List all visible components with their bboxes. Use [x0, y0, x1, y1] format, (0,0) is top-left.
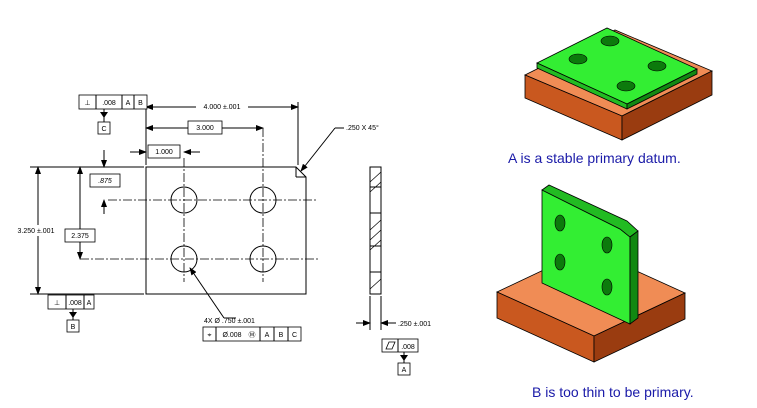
basic-box-3000: [187, 120, 223, 135]
svg-text:A: A: [126, 100, 131, 107]
dim-hole-count-text: 4X Ø .750 ±.001: [204, 318, 255, 325]
chamfer-leader: [300, 127, 336, 172]
plate-side-edge: [629, 230, 639, 325]
fcf-flatness: .008 A: [381, 338, 419, 376]
svg-text:.008: .008: [401, 344, 415, 351]
caption-stable-datum: A is a stable primary datum.: [508, 150, 681, 166]
iso-hole: [568, 53, 588, 65]
perpendicularity-icon: ⊥: [84, 100, 90, 107]
fcf-bottom-perpendicularity: ⊥ .008 A B: [47, 294, 95, 333]
dim-hole-y-text: 2.375: [71, 233, 89, 240]
iso-thin-assembly: [496, 184, 686, 363]
side-view: .250 ±.001 .008 A: [356, 166, 431, 376]
iso-hole: [600, 35, 620, 47]
section-hatch: [369, 171, 382, 290]
caption-thin-datum: B is too thin to be primary.: [532, 384, 694, 400]
svg-text:.008: .008: [102, 100, 116, 107]
dim-height-text: 3.250 ±.001: [18, 228, 55, 235]
svg-text:.008: .008: [68, 300, 82, 307]
svg-text:B: B: [138, 100, 143, 107]
iso-hole: [647, 60, 667, 72]
iso-stable-assembly: [524, 27, 713, 141]
dim-thickness-text: .250 ±.001: [398, 321, 431, 328]
basic-box-1000: [147, 144, 181, 159]
plate-outline: [145, 166, 307, 295]
hole-callout-leader: [189, 267, 225, 319]
svg-text:Ø.008: Ø.008: [222, 332, 241, 339]
dim-chamfer-text: .250 X 45°: [346, 124, 379, 132]
basic-box-875: [89, 173, 121, 188]
side-plate: [369, 166, 382, 295]
datum-b-label: B: [71, 324, 76, 331]
svg-text:C: C: [292, 332, 297, 339]
front-view: 4.000 ±.001 3.000 1.000 .250 X 45° 3.250…: [10, 94, 379, 342]
svg-text:A: A: [87, 300, 92, 307]
fcf-position: ⌖ Ø.008 Ⓜ A B C: [202, 326, 302, 342]
mmc-symbol-icon: Ⓜ: [249, 331, 256, 339]
base-right-face: [621, 70, 713, 141]
dim-hole-x-text: 3.000: [196, 125, 214, 132]
dim-first-hole-y-text: .875: [98, 178, 112, 185]
perpendicularity-icon-2: ⊥: [54, 300, 60, 307]
dim-width-text: 4.000 ±.001: [204, 104, 241, 111]
svg-text:B: B: [279, 332, 284, 339]
position-symbol-icon: ⌖: [208, 332, 212, 339]
fcf-top-perpendicularity: ⊥ .008 A B C: [78, 94, 148, 135]
dim-first-hole-x-text: 1.000: [155, 149, 173, 156]
datum-a-label: A: [402, 367, 407, 374]
svg-text:A: A: [265, 332, 270, 339]
flatness-icon: [385, 341, 396, 350]
iso-hole: [616, 80, 636, 92]
datum-c-label: C: [101, 126, 106, 133]
basic-box-2375: [64, 228, 96, 243]
